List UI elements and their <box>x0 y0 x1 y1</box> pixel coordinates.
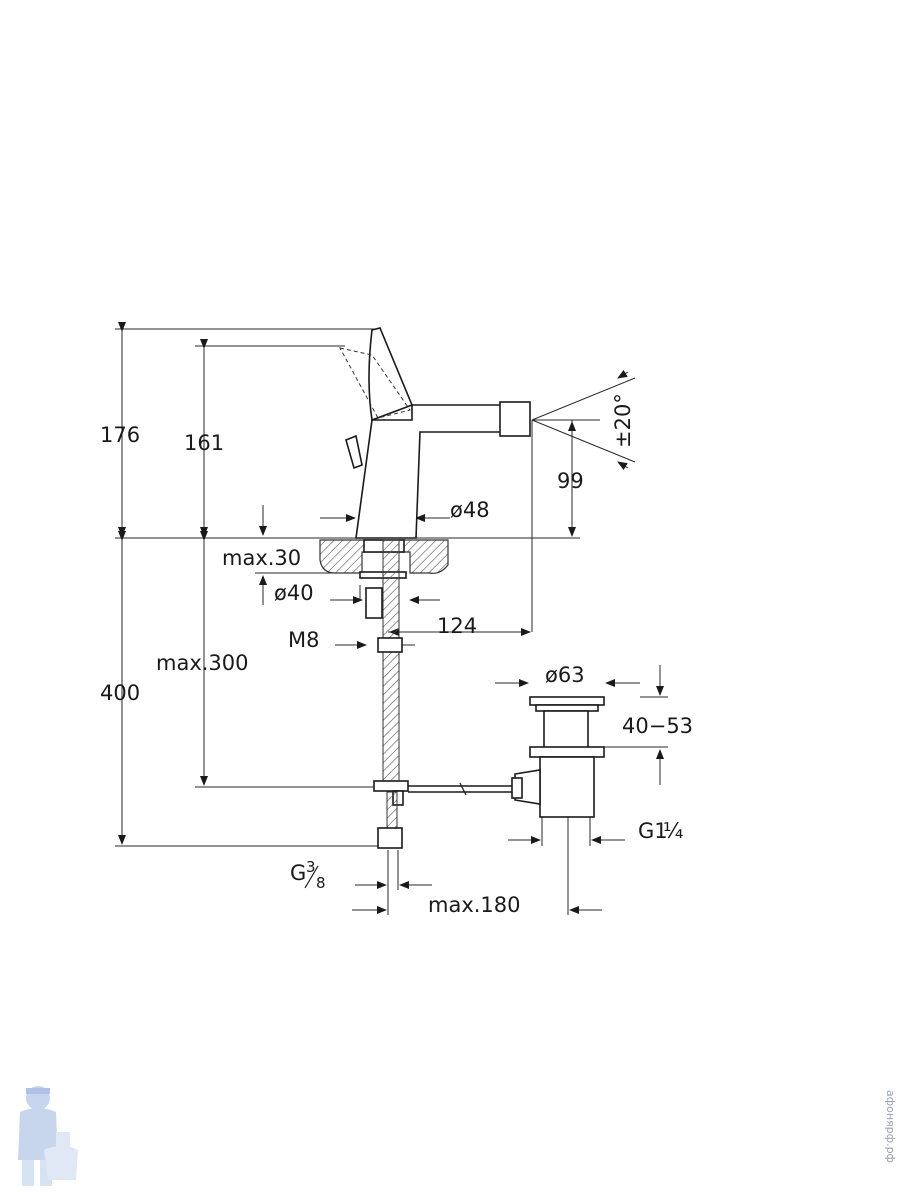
label-48: ø48 <box>450 498 490 522</box>
popup-rod <box>408 782 515 796</box>
label-40: ø40 <box>274 581 314 605</box>
label-max180: max.180 <box>428 893 521 917</box>
faucet-body <box>339 327 531 539</box>
plumber-logo <box>18 1086 78 1186</box>
label-m8: M8 <box>288 628 319 652</box>
label-g38-den: 8 <box>316 874 326 892</box>
label-g1-fraction: ¼ <box>663 819 683 843</box>
label-99: 99 <box>557 469 584 493</box>
label-63: ø63 <box>545 663 585 687</box>
label-g38-main: G <box>290 861 306 885</box>
label-angle: ±20° <box>611 393 635 448</box>
waste-assembly <box>511 696 605 818</box>
label-max30: max.30 <box>222 546 301 570</box>
label-g38-num: 3 <box>306 858 316 876</box>
spray-angle-lines <box>531 369 636 471</box>
label-161: 161 <box>184 431 224 455</box>
side-watermark-text: афонярф.рф <box>884 1090 897 1163</box>
mounting-hardware <box>359 539 409 849</box>
label-max300: max.300 <box>156 651 249 675</box>
label-40-53: 40−53 <box>622 714 693 738</box>
label-400: 400 <box>100 681 140 705</box>
label-176: 176 <box>100 423 140 447</box>
label-124: 124 <box>437 614 477 638</box>
extension-lines <box>115 328 668 915</box>
label-g1-main: G1 <box>638 819 668 843</box>
countertop-section <box>319 539 449 574</box>
